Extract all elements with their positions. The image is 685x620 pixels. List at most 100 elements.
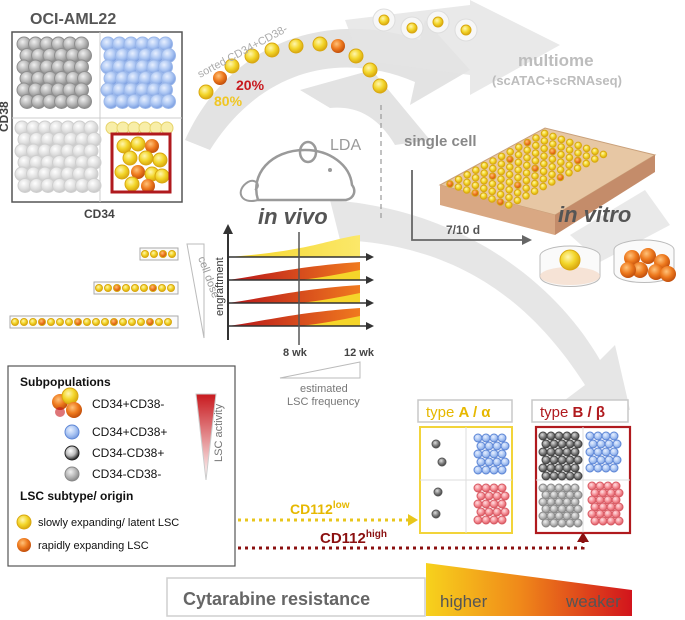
cell xyxy=(538,447,548,457)
cell xyxy=(590,516,600,526)
cell xyxy=(573,518,583,528)
cell xyxy=(476,507,486,517)
cell xyxy=(244,48,260,64)
cell xyxy=(557,158,565,166)
cell xyxy=(114,164,130,180)
cell xyxy=(557,143,566,151)
cell xyxy=(492,441,502,451)
cell xyxy=(473,433,483,443)
type-a-title: type A / α xyxy=(426,404,491,421)
well-plate xyxy=(438,127,657,235)
in-vitro-label: in vitro xyxy=(558,202,631,227)
cell xyxy=(489,433,499,443)
cell xyxy=(110,318,118,326)
cytarabine-label-box xyxy=(166,577,426,617)
legend-icon-slow-lsc xyxy=(16,514,32,530)
legend-item-4: CD34-CD38- xyxy=(92,467,161,481)
cell xyxy=(141,250,149,258)
cell xyxy=(113,284,121,292)
cell xyxy=(372,78,388,94)
in-vivo-label: in vivo xyxy=(258,204,328,229)
engraftment-flow xyxy=(228,262,360,280)
cell xyxy=(531,179,539,188)
cell xyxy=(95,284,103,292)
mouse-icon xyxy=(255,148,356,202)
cell xyxy=(549,455,559,465)
legend-subtype-1: slowly expanding/ latent LSC xyxy=(38,517,179,529)
cell xyxy=(514,151,523,159)
cell xyxy=(146,318,154,326)
facs-cd34pos-cd38pos-cluster xyxy=(100,36,176,109)
cell xyxy=(593,463,603,473)
cell xyxy=(522,169,531,177)
cell xyxy=(582,152,591,160)
cell xyxy=(378,14,390,26)
pct-yellow: 80% xyxy=(214,93,243,109)
cytarabine-gradient xyxy=(426,563,632,616)
engraftment-arrowhead xyxy=(366,299,374,307)
legend-icon-rapid-lsc xyxy=(17,538,31,552)
cell xyxy=(604,439,614,449)
cell xyxy=(168,250,176,258)
cell xyxy=(523,161,531,170)
cell xyxy=(599,150,608,159)
cd112-low-label: CD112low xyxy=(290,500,350,517)
cell xyxy=(500,457,510,467)
cell xyxy=(557,455,567,465)
cell xyxy=(604,455,614,465)
cell xyxy=(476,441,486,451)
cell xyxy=(480,169,489,177)
cell xyxy=(598,516,608,526)
engraftment-flow xyxy=(228,285,360,303)
multiome-section: multiome (scATAC+scRNAseq) xyxy=(372,8,622,88)
sort-gate xyxy=(110,132,172,194)
x-tick-8wk: 8 wk xyxy=(283,347,308,359)
cell xyxy=(160,121,174,135)
cell xyxy=(549,471,559,481)
cell xyxy=(38,318,46,326)
cell xyxy=(213,71,227,85)
cell xyxy=(74,318,82,326)
cytarabine-label: Cytarabine resistance xyxy=(183,589,370,609)
cell xyxy=(585,447,595,457)
multiome-title: multiome xyxy=(518,51,594,70)
cell xyxy=(632,262,648,278)
culture-duration: 7/10 d xyxy=(446,223,480,237)
legend-subpop-title: Subpopulations xyxy=(20,375,111,389)
cell xyxy=(497,499,507,509)
cell xyxy=(489,483,499,493)
facs-cd34neg-cd38pos-cluster xyxy=(16,36,92,109)
cell xyxy=(573,164,582,172)
cell xyxy=(101,318,109,326)
cell xyxy=(514,158,523,167)
cell xyxy=(531,164,540,173)
cell xyxy=(574,156,582,165)
cell xyxy=(557,471,567,481)
cell xyxy=(164,318,172,326)
cell xyxy=(505,186,514,194)
cell xyxy=(224,58,240,74)
cell xyxy=(562,447,572,457)
cell xyxy=(127,121,141,135)
cell xyxy=(606,516,616,526)
cell xyxy=(515,143,523,151)
cell xyxy=(463,171,472,179)
cell xyxy=(481,433,491,443)
cell xyxy=(476,491,486,501)
cell xyxy=(492,507,502,517)
cell xyxy=(432,16,444,28)
cell-dose-rows: cell dose xyxy=(9,243,221,339)
cell xyxy=(471,174,480,182)
cell xyxy=(138,150,154,166)
cell xyxy=(481,499,491,509)
cell xyxy=(471,189,480,197)
cell xyxy=(593,447,603,457)
cell xyxy=(497,160,506,168)
legend-icon-cd34neg-cd38neg xyxy=(64,466,80,482)
cell xyxy=(131,284,139,292)
x-tick-12wk: 12 wk xyxy=(344,347,375,359)
cell xyxy=(591,155,599,163)
engraftment-flow-slow xyxy=(300,293,360,303)
cell xyxy=(152,152,168,168)
legend-item-3: CD34-CD38+ xyxy=(92,446,164,460)
